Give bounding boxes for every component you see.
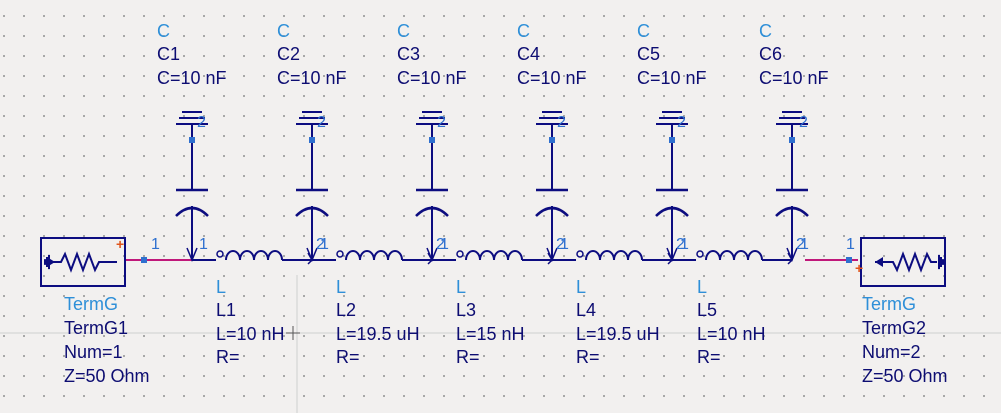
capacitor-c5-name: C5 xyxy=(637,44,661,64)
capacitor-c2-value: C=10 nF xyxy=(277,68,347,88)
term-g1-num: Num=1 xyxy=(64,342,123,362)
term-g1-node xyxy=(141,257,147,263)
inductor-l4-name: L4 xyxy=(576,300,597,320)
term-g2-name: TermG2 xyxy=(862,318,927,338)
l4-pin-1: 1 xyxy=(560,236,569,253)
capacitor-c4-name: C4 xyxy=(517,44,541,64)
capacitor-c3-type: C xyxy=(397,21,410,41)
inductor-l2-type: L xyxy=(336,277,347,297)
capacitor-c4-type: C xyxy=(517,21,530,41)
l3-pin-1: 1 xyxy=(440,236,449,253)
inductor-l2-resistance: R= xyxy=(336,347,360,367)
term-g2-pin-number: 1 xyxy=(846,236,855,253)
inductor-l2-symbol xyxy=(312,250,433,265)
inductor-l4-type: L xyxy=(576,277,587,297)
inductor-l5-value: L=10 nH xyxy=(697,324,766,344)
capacitor-c6-value: C=10 nF xyxy=(759,68,829,88)
term-g2-plus-marker: + xyxy=(855,260,864,276)
term-g1-impedance: Z=50 Ohm xyxy=(64,366,150,386)
capacitor-c6-name: C6 xyxy=(759,44,783,64)
inductor-l4-symbol xyxy=(552,250,673,265)
term-g1-type: TermG xyxy=(64,294,118,314)
c2-pin-2: 2 xyxy=(317,114,326,131)
inductor-l5-type: L xyxy=(697,277,708,297)
c6-pin-1: 1 xyxy=(800,236,809,253)
c5-pin-2: 2 xyxy=(677,114,686,131)
capacitor-c6-type: C xyxy=(759,21,772,41)
capacitor-c2-symbol xyxy=(295,111,329,262)
term-g1-pin-number: 1 xyxy=(151,236,160,253)
term-g2-num: Num=2 xyxy=(862,342,921,362)
term-g2-impedance: Z=50 Ohm xyxy=(862,366,948,386)
inductor-l1-value: L=10 nH xyxy=(216,324,285,344)
c1-pin-2: 2 xyxy=(197,114,206,131)
inductor-l2-name: L2 xyxy=(336,300,357,320)
capacitor-c1-value: C=10 nF xyxy=(157,68,227,88)
term-g2-node xyxy=(846,257,852,263)
inductor-l2-value: L=19.5 uH xyxy=(336,324,420,344)
capacitor-c1-name: C1 xyxy=(157,44,181,64)
inductor-l3-name: L3 xyxy=(456,300,477,320)
l5-pin-1: 1 xyxy=(680,236,689,253)
capacitor-c6-symbol xyxy=(775,111,809,262)
c3-pin-2: 2 xyxy=(437,114,446,131)
capacitor-c2-name: C2 xyxy=(277,44,301,64)
l2-pin-2: 2 xyxy=(436,236,445,253)
inductor-l3-symbol xyxy=(432,250,553,265)
capacitor-c3-symbol xyxy=(415,111,449,262)
term-g1-name: TermG1 xyxy=(64,318,129,338)
term-g2-symbol xyxy=(860,237,946,287)
l2-pin-1: 1 xyxy=(320,236,329,253)
l4-pin-2: 2 xyxy=(676,236,685,253)
capacitor-c1-type: C xyxy=(157,21,170,41)
inductor-l5-symbol xyxy=(672,250,793,265)
inductor-l4-resistance: R= xyxy=(576,347,600,367)
capacitor-c5-symbol xyxy=(655,111,689,262)
term-g1-symbol xyxy=(40,237,126,287)
capacitor-c3-name: C3 xyxy=(397,44,421,64)
capacitor-c2-type: C xyxy=(277,21,290,41)
inductor-l3-value: L=15 nH xyxy=(456,324,525,344)
l3-pin-2: 2 xyxy=(556,236,565,253)
inductor-l1-resistance: R= xyxy=(216,347,240,367)
inductor-l1-symbol xyxy=(192,250,313,265)
inductor-l5-name: L5 xyxy=(697,300,718,320)
l5-pin-2: 2 xyxy=(796,236,805,253)
inductor-l1-name: L1 xyxy=(216,300,237,320)
inductor-l5-resistance: R= xyxy=(697,347,721,367)
capacitor-c5-type: C xyxy=(637,21,650,41)
capacitor-c1-symbol xyxy=(175,111,209,262)
l1-pin-1: 1 xyxy=(199,236,208,253)
c4-pin-2: 2 xyxy=(557,114,566,131)
inductor-l3-resistance: R= xyxy=(456,347,480,367)
c6-pin-2: 2 xyxy=(799,114,808,131)
term-g1-plus-marker: + xyxy=(116,236,125,252)
capacitor-c4-symbol xyxy=(535,111,569,262)
capacitor-c3-value: C=10 nF xyxy=(397,68,467,88)
l1-pin-2: 2 xyxy=(316,236,325,253)
inductor-l1-type: L xyxy=(216,277,227,297)
capacitor-c4-value: C=10 nF xyxy=(517,68,587,88)
inductor-l3-type: L xyxy=(456,277,467,297)
capacitor-c5-value: C=10 nF xyxy=(637,68,707,88)
inductor-l4-value: L=19.5 uH xyxy=(576,324,660,344)
term-g2-type: TermG xyxy=(862,294,916,314)
